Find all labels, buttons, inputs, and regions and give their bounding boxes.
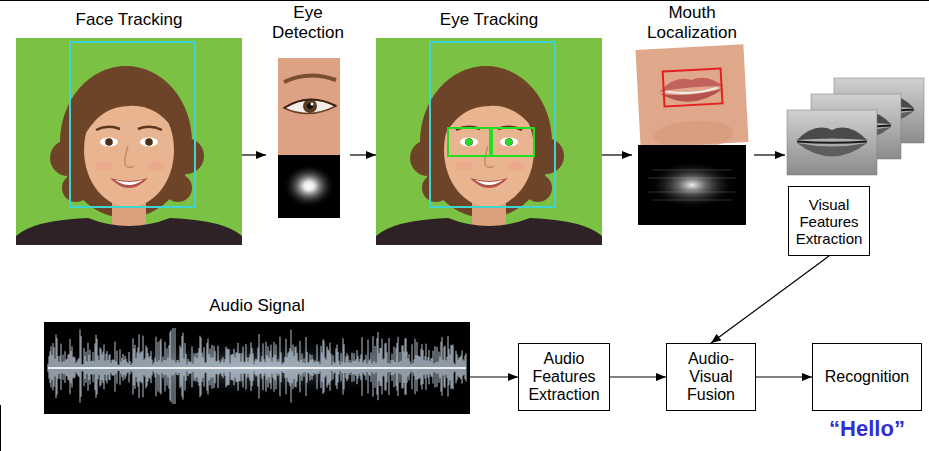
- image-panel: Eye Detection: [266, 3, 350, 221]
- panel-heading: Audio Signal: [46, 296, 468, 316]
- process-box: Audio Features Extraction: [518, 343, 610, 411]
- eye-glow: [283, 164, 335, 208]
- eye-patch: [278, 58, 340, 155]
- flow-arrow: [756, 376, 812, 377]
- mouth-template: [638, 145, 746, 225]
- eye-box: [492, 128, 534, 156]
- eye-template: [278, 155, 340, 218]
- illustration-part: [648, 178, 736, 179]
- waveform-glow: [47, 338, 467, 398]
- process-box: Audio-Visual Fusion: [666, 343, 756, 411]
- waveform-axis: [48, 367, 466, 369]
- face-photo: [376, 38, 602, 245]
- face-photo: [16, 38, 242, 245]
- illustration-part: [648, 192, 736, 193]
- flow-arrow: [242, 154, 266, 155]
- mouth-glow: [648, 161, 736, 209]
- flow-arrow: [602, 154, 632, 155]
- teeth: [666, 88, 718, 94]
- lip-frames: [787, 78, 924, 175]
- eye-box: [448, 128, 490, 156]
- flow-arrow: [610, 376, 666, 377]
- flow-arrow: [470, 376, 518, 377]
- waveform-trace: [48, 328, 466, 404]
- panel-heading: Face Tracking: [18, 10, 240, 30]
- waveform-ground: [44, 322, 470, 414]
- arrow: [754, 154, 785, 155]
- illustration-part: [636, 44, 749, 152]
- eyelash: [284, 99, 336, 108]
- image-panel: Mouth Localization: [632, 3, 752, 227]
- signal-panel: Audio Signal: [44, 296, 470, 416]
- iris: [303, 99, 317, 113]
- face-box: [70, 42, 195, 207]
- eye-image: [278, 58, 340, 218]
- face-box: [430, 42, 555, 207]
- mouth-bands: [648, 170, 736, 200]
- image-panel: Eye Tracking: [376, 10, 602, 247]
- eyebrow: [284, 75, 336, 82]
- illustration-part: [652, 170, 732, 171]
- panel-heading: Mouth Localization: [634, 3, 750, 43]
- eye-dot: [506, 139, 513, 146]
- box-label: Recognition: [817, 368, 917, 386]
- image-panel: Face Tracking: [16, 10, 242, 247]
- eye-shape: [284, 99, 336, 113]
- lip-frame: [787, 110, 877, 175]
- pupil: [307, 103, 313, 109]
- box-label: Visual Features Extraction: [793, 196, 865, 247]
- illustration-part: [652, 200, 732, 201]
- eye-highlight: [311, 103, 314, 106]
- flow-arrow: [350, 154, 376, 155]
- waveform: [44, 322, 470, 414]
- panel-heading: Eye Tracking: [378, 10, 600, 30]
- box-label: Audio Features Extraction: [523, 350, 605, 404]
- box-label: Audio-Visual Fusion: [671, 350, 751, 404]
- eye-dot: [466, 139, 473, 146]
- process-box: Visual Features Extraction: [788, 186, 870, 256]
- process-box: Recognition: [812, 343, 922, 411]
- lower-lip: [660, 88, 725, 103]
- panel-heading: Eye Detection: [268, 3, 348, 43]
- frame-line: [0, 0, 929, 1]
- frame-line: [0, 405, 1, 451]
- face-image: [16, 38, 242, 245]
- output-word: “Hello”: [812, 416, 922, 442]
- mouth-image: [636, 44, 749, 225]
- flow-arrow: [711, 256, 829, 343]
- eye-tracking-image: [376, 38, 602, 245]
- mouth-box: [663, 68, 723, 106]
